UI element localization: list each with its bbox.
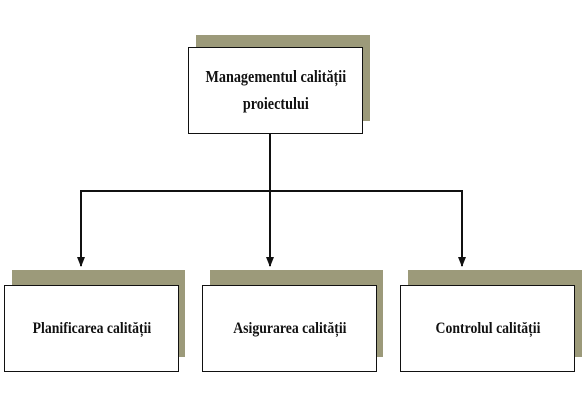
child-box-controlul: Controlul calității: [400, 285, 575, 372]
child-label-controlul: Controlul calității: [435, 319, 540, 337]
child-box-planificarea: Planificarea calității: [4, 285, 179, 372]
child-label-asigurarea: Asigurarea calității: [232, 319, 347, 337]
root-box: Managementul calității proiectului: [188, 47, 363, 134]
root-label-line2: proiectului: [242, 93, 309, 113]
root-label-line1: Managementul calității: [205, 67, 346, 87]
child-box-asigurarea: Asigurarea calității: [202, 285, 377, 372]
child-label-planificarea: Planificarea calității: [32, 319, 151, 337]
root-box-text: Managementul calității proiectului: [194, 64, 358, 117]
